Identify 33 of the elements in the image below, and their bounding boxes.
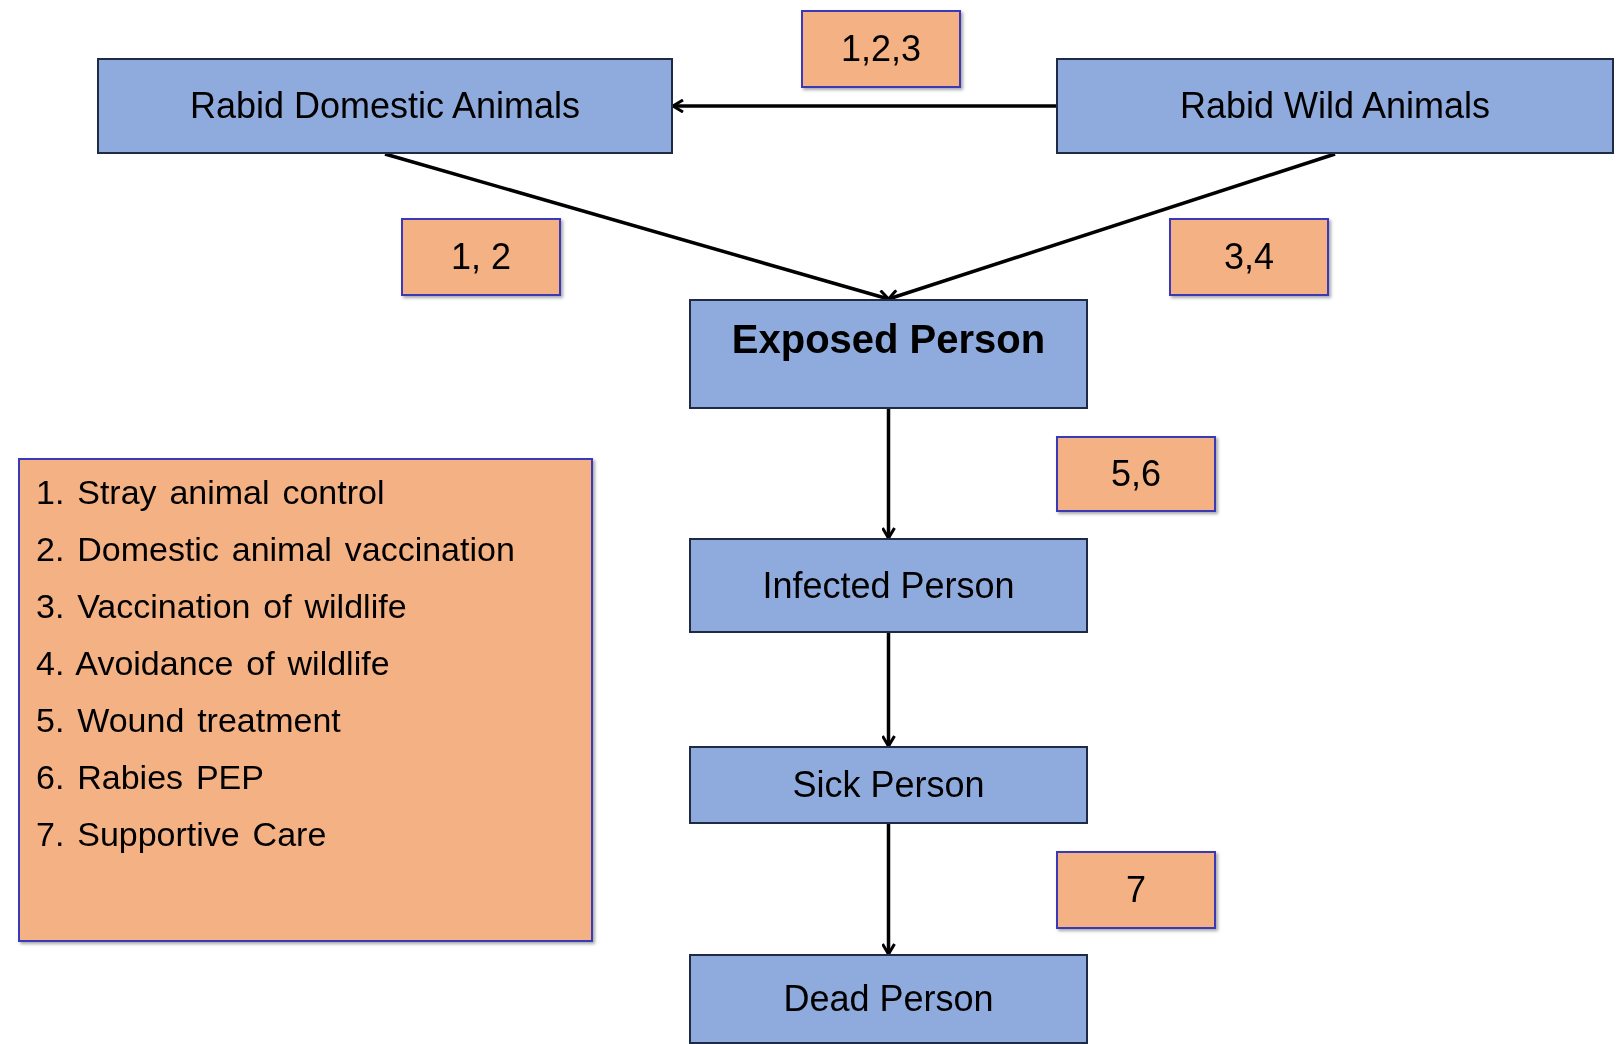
arrow [881, 633, 896, 748]
list-item: 2. Domestic animal vaccination [36, 529, 516, 570]
stage-box [689, 954, 1088, 1044]
stage-box [689, 299, 1088, 409]
list-item: 1. Stray animal control [36, 472, 386, 513]
measure-tag [401, 218, 561, 296]
node-label: Exposed Person [731, 316, 1046, 363]
node-label: 5,6 [1110, 452, 1161, 496]
stage-box [1056, 58, 1614, 154]
node-label: 1,2,3 [840, 27, 922, 71]
list-item: 7. Supportive Care [36, 814, 328, 855]
list-item: 5. Wound treatment [36, 700, 342, 741]
measure-tag [1169, 218, 1329, 296]
stage-box [689, 746, 1088, 824]
node-label: Infected Person [762, 563, 1015, 608]
measure-tag [1056, 851, 1216, 929]
measure-list-box [18, 458, 593, 942]
list-item: 6. Rabies PEP [36, 757, 265, 798]
node-label: Rabid Wild Animals [1179, 84, 1491, 128]
node-label: 1, 2 [450, 235, 511, 279]
node-label: 7 [1126, 868, 1146, 912]
measure-tag [801, 10, 961, 88]
arrow [881, 824, 896, 956]
list-item: 4. Avoidance of wildlife [36, 643, 391, 684]
node-label: Dead Person [783, 977, 994, 1021]
measure-tag [1056, 436, 1216, 512]
node-label: Rabid Domestic Animals [189, 84, 581, 128]
stage-box [97, 58, 673, 154]
node-label: Sick Person [792, 763, 985, 807]
arrow [881, 409, 896, 540]
stage-box [689, 538, 1088, 633]
list-item: 3. Vaccination of wildlife [36, 586, 408, 627]
node-label: 3,4 [1223, 235, 1274, 279]
